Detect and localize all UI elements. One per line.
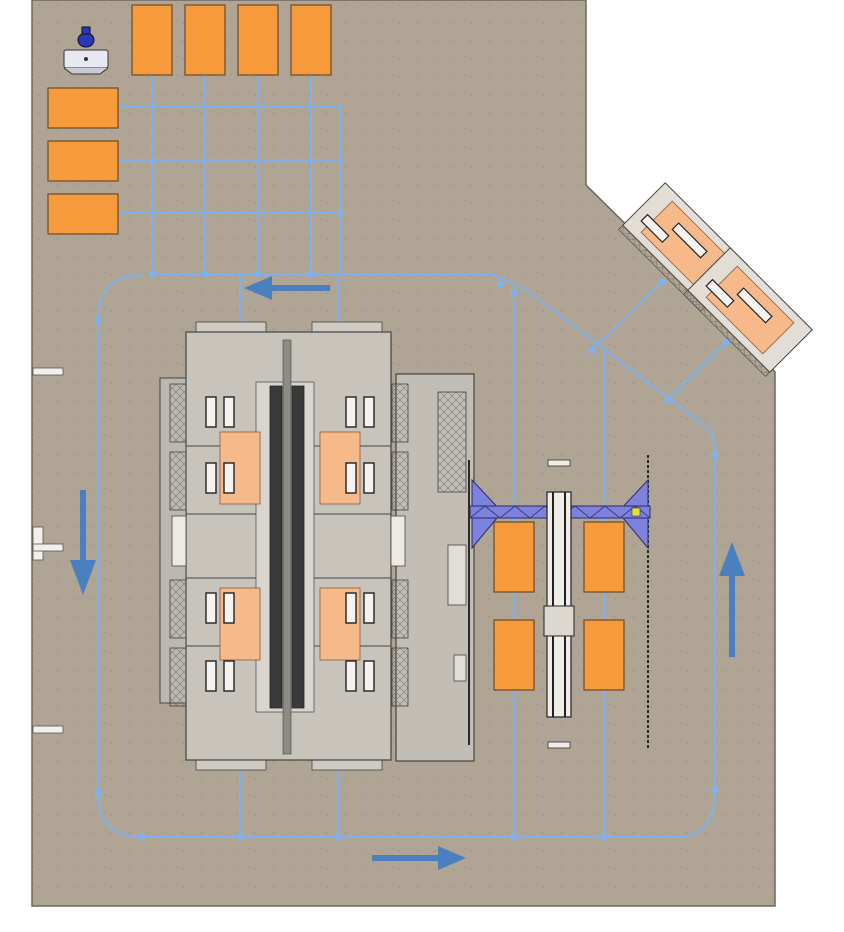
robot-cart-icon [63,26,109,75]
flow-arrow-left [244,276,330,300]
angled-spray-booths [618,182,813,377]
paint-booth-block [159,321,475,771]
flow-arrow-down [70,490,96,595]
pallet-storage-left [47,87,119,235]
flow-arrow-up [719,542,745,657]
pallet-storage-top [131,4,332,76]
flow-direction-arrow-icon [70,276,745,870]
flow-arrow-right [372,846,466,870]
gantry-robot-cell [468,455,651,750]
wall-markers [32,367,64,734]
agv-path-nodes [94,104,730,841]
